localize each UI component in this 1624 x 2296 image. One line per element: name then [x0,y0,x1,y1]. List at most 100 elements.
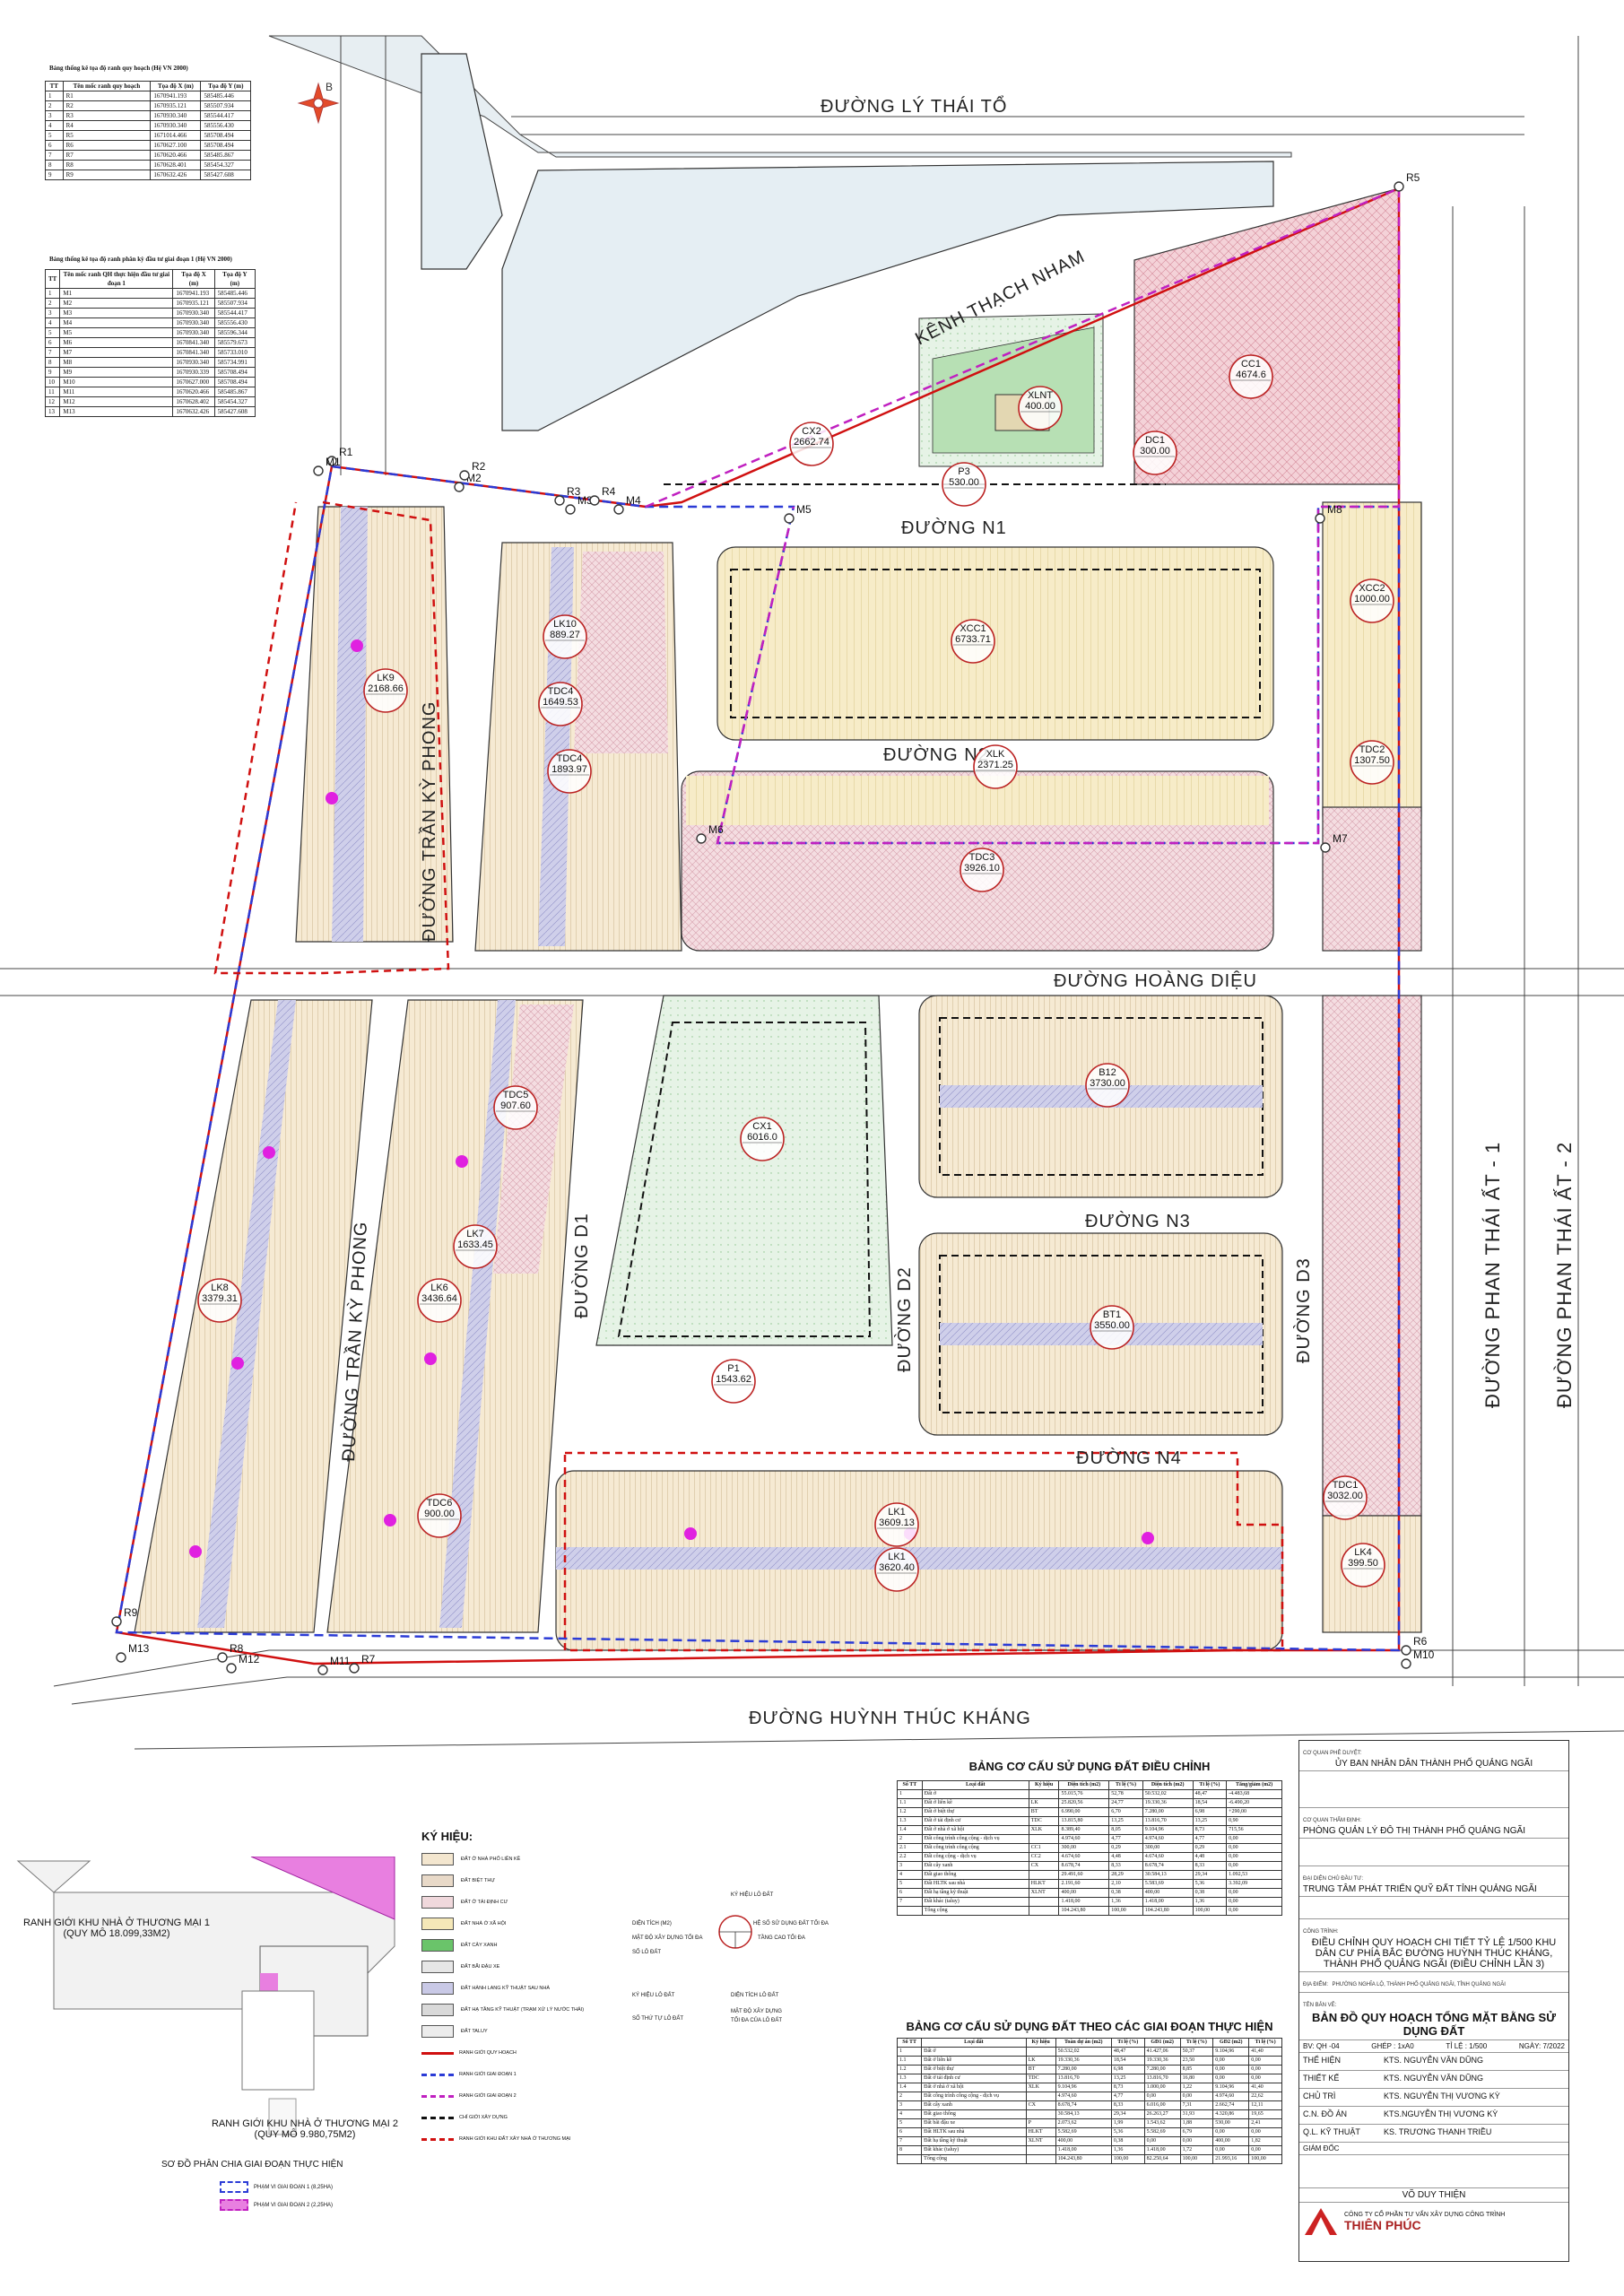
table-header-cell: Tỉ lệ (%) [1192,1780,1228,1790]
table-cell: 7.280,00 [1142,1807,1194,1817]
table-cell: 9 [45,170,64,180]
table-cell: 0,00 [1226,1843,1282,1853]
legend-swatch [421,2025,454,2038]
table-cell: 1.418,00 [1142,1897,1194,1907]
block-cx2 [918,313,1104,467]
table-header-cell: Diện tích (m2) [1142,1780,1194,1790]
table-cell: Đất ở [921,2047,1027,2057]
plot-code: P1 [727,1363,739,1374]
table-cell [1028,1789,1060,1799]
tb-approval-label: CƠ QUAN PHÊ DUYỆT: [1303,1751,1362,1756]
table-header-cell: Diện tích (m2) [1058,1780,1110,1790]
table-cell: 585544.417 [200,110,251,121]
boundary-point-marker [326,456,337,466]
plot-code: XCC2 [1359,583,1385,594]
table-cell: R6 [62,140,152,151]
plot-area: 1649.53 [543,697,578,708]
tb-meta-item: GHÉP : 1xA0 [1371,2042,1414,2050]
table-cell: 4 [897,1870,923,1880]
table-cell: 21.993,16 [1212,2154,1250,2164]
key-plot-order: SỐ THỨ TỰ LÔ ĐẤT [632,2016,684,2022]
plot-circle [1350,740,1394,785]
table-cell: 23,50 [1179,2056,1214,2066]
marker-dots [189,639,1154,1558]
table-header-cell: Ký hiệu [1028,1780,1060,1790]
table-cell: 1670632.426 [150,170,202,180]
plot-circle [417,1493,462,1538]
plot-circle [417,1278,462,1323]
table-cell: LK [1028,1798,1060,1808]
legend-line-item: RANH GIỚI GIAI ĐOẠN 1 [421,2064,628,2085]
table-cell: R9 [62,170,152,180]
legend-line-item: RANH GIỚI KHU ĐẤT XÂY NHÀ Ở THƯƠNG MẠI [421,2128,628,2150]
table-header-cell: Số TT [896,2038,923,2048]
tb-approval: ỦY BAN NHÂN DÂN THÀNH PHỐ QUẢNG NGÃI [1334,1759,1533,1769]
table-cell: 585507.934 [213,298,256,309]
plot-circle [1341,1543,1385,1587]
table-cell: 1670930.340 [172,357,215,368]
table-cell: 585454.327 [213,396,256,407]
table-cell: 1670620.466 [172,387,215,397]
plot-area: 889.27 [550,630,580,640]
legend-swatch [421,1918,454,1930]
legend-swatch [421,1961,454,1973]
table-cell: 4.974,60 [1055,2092,1112,2101]
table-cell: 1670627.000 [172,377,215,387]
table-cell: 8,05 [1108,1825,1143,1835]
table-cell: 1670935.121 [150,100,202,111]
table-cell: 1,36 [1108,1897,1143,1907]
plot-circle [1090,1305,1134,1350]
table-cell: 0,00 [1248,2056,1282,2066]
table-cell: 585485.867 [213,387,256,397]
table-cell: 1,99 [1110,2118,1145,2128]
table-cell: 2,41 [1248,2118,1282,2128]
table-cell: Tổng cộng [921,1906,1029,1916]
plot-code: TDC6 [427,1498,453,1509]
legend-swatch [421,2004,454,2016]
plot-circle [493,1085,538,1130]
table-cell: M1 [59,288,174,299]
key-density-2: MẬT ĐỘ XÂY DỰNG [731,2009,782,2014]
table-header-cell: Số TT [897,1780,923,1790]
table-cell: 0,38 [1108,1888,1143,1898]
table-cell: 4.974,60 [1058,1834,1110,1844]
table-cell: 1670941.193 [172,288,215,299]
plot-code: TDC4 [548,686,574,697]
legend-label: RANH GIỚI KHU ĐẤT XÂY NHÀ Ở THƯƠNG MẠI [459,2136,571,2142]
plot-circle [453,1224,498,1269]
table-cell: 82.250,64 [1143,2154,1181,2164]
plot-circle [1350,578,1394,623]
table-cell: 41,40 [1248,2047,1282,2057]
tb-role-name: KTS. NGUYỄN VĂN DŨNG [1380,2053,1568,2071]
table-cell: M7 [59,347,174,358]
table-cell: Đất giao thông [921,2109,1027,2119]
table-cell: 0,00 [1212,2065,1250,2074]
table-cell: 9.104,96 [1055,2083,1112,2092]
key-plot-symbol-2: KÝ HIỆU LÔ ĐẤT [632,1993,675,1998]
table-cell: 19.330,36 [1142,1798,1194,1808]
table-cell: 41.427,06 [1143,2047,1181,2057]
table-header-cell: Tỉ lệ (%) [1179,2038,1214,2048]
plot-area: 907.60 [500,1100,531,1111]
table-cell: 6 [897,1888,923,1898]
table-header-cell: Tọa độ X (m) [150,81,202,91]
legend-swatch [421,1896,454,1909]
table-cell: 585708.494 [200,140,251,151]
table-cell: Đất ở liên kề [921,1798,1029,1808]
table-header-cell: Loại đất [921,2038,1027,2048]
table-cell: 8,73 [1192,1825,1228,1835]
plot-circle [1229,354,1273,399]
plot-area: 6016.0 [747,1132,777,1143]
plot-circle [960,848,1004,892]
